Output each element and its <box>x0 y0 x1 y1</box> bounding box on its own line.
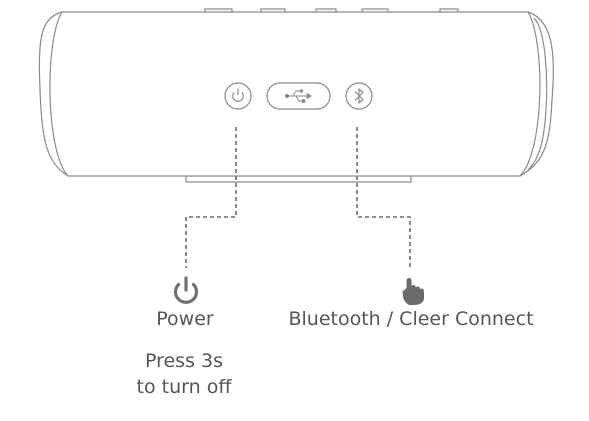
power-label: Power <box>156 308 214 330</box>
tap-hand-icon <box>402 278 424 305</box>
power-note-line-1: Press 3s <box>144 350 224 372</box>
speaker-body <box>38 8 554 183</box>
power-callout-icon <box>173 276 199 304</box>
power-note-line-2: to turn off <box>136 376 232 398</box>
bluetooth-leader-line <box>356 127 411 268</box>
bluetooth-label: Bluetooth / Cleer Connect <box>288 308 534 330</box>
usb-icon <box>284 89 312 103</box>
bluetooth-button <box>345 82 373 110</box>
power-icon <box>232 88 244 102</box>
right-end-cap <box>519 11 554 177</box>
power-leader-line <box>185 127 237 268</box>
power-note: Press 3s to turn off <box>137 348 232 400</box>
bluetooth-icon <box>354 88 364 104</box>
power-button <box>224 82 252 110</box>
left-end-cap <box>38 11 69 177</box>
speaker-base <box>185 176 412 183</box>
usb-port <box>266 82 331 110</box>
